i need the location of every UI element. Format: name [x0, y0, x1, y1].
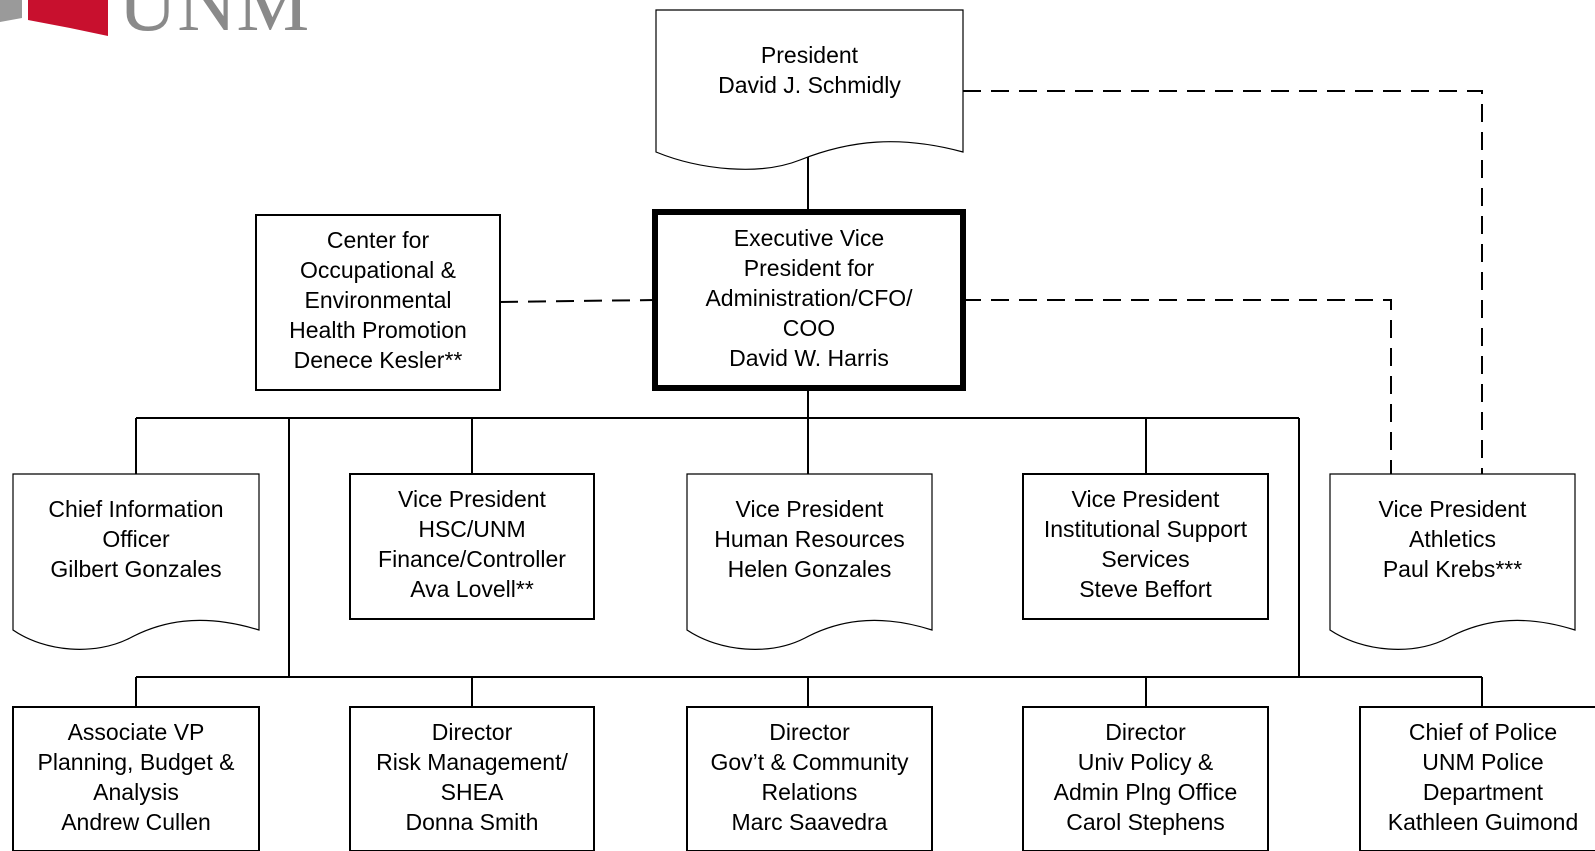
node-title: Services: [1101, 546, 1190, 572]
node-person: Steve Beffort: [1079, 576, 1212, 602]
dashed-connectors: [499, 90, 1483, 474]
node-title: Health Promotion: [289, 317, 467, 343]
node-person: Denece Kesler**: [293, 347, 463, 373]
node-title: Finance/Controller: [378, 546, 566, 572]
logo-text: UNM: [118, 0, 309, 48]
evp-box-shape: [652, 209, 966, 391]
cio-box-shape: [12, 473, 260, 650]
node-title: Chief of Police: [1408, 719, 1558, 745]
node-title: Vice President: [1071, 486, 1220, 512]
node-title: President for: [743, 255, 875, 281]
node-title: Analysis: [93, 779, 179, 805]
vp-hr-box-shape: [686, 473, 933, 650]
president-box-shape: [655, 9, 964, 170]
node-person: Kathleen Guimond: [1387, 809, 1579, 835]
vp-hsc-box-shape: [349, 473, 595, 620]
node-person: Andrew Cullen: [61, 809, 211, 835]
node-vp-athletics: Vice President Athletics Paul Krebs***: [1330, 494, 1575, 584]
node-title: Administration/CFO/: [705, 285, 913, 311]
node-title: Admin Plng Office: [1053, 779, 1238, 805]
node-person: Gilbert Gonzales: [50, 556, 222, 582]
node-title: UNM Police: [1422, 749, 1544, 775]
node-title: Occupational &: [300, 257, 456, 283]
vp-iss-box-shape: [1022, 473, 1269, 620]
node-cio: Chief Information Officer Gilbert Gonzal…: [13, 494, 259, 584]
node-person: David W. Harris: [729, 345, 889, 371]
node-title: Athletics: [1409, 526, 1496, 552]
node-title: Center for: [326, 227, 430, 253]
center-box-shape: [255, 214, 501, 391]
node-title: Director: [769, 719, 850, 745]
node-police: Chief of Police UNM Police Department Ka…: [1360, 717, 1595, 837]
node-title: Vice President: [735, 496, 884, 522]
node-vp-hr: Vice President Human Resources Helen Gon…: [687, 494, 932, 584]
dir-policy-box-shape: [1022, 706, 1269, 851]
node-center: Center for Occupational & Environmental …: [256, 225, 500, 375]
node-title: Chief Information: [48, 496, 224, 522]
avp-planning-box-shape: [12, 706, 260, 851]
node-title: Department: [1422, 779, 1544, 805]
node-person: David J. Schmidly: [718, 72, 901, 98]
node-avp-planning: Associate VP Planning, Budget & Analysis…: [13, 717, 259, 837]
node-title: Director: [431, 719, 513, 745]
document-shapes: [12, 9, 1576, 650]
vp-athletics-box-shape: [1329, 473, 1576, 650]
node-title: Associate VP: [67, 719, 205, 745]
logo-accent-shape: [28, 0, 108, 36]
node-title: Human Resources: [714, 526, 905, 552]
node-president: President David J. Schmidly: [656, 40, 963, 100]
node-title: HSC/UNM: [418, 516, 526, 542]
node-title: Officer: [102, 526, 170, 552]
node-vp-iss: Vice President Institutional Support Ser…: [1023, 484, 1268, 604]
dir-gov-box-shape: [686, 706, 933, 851]
node-person: Helen Gonzales: [727, 556, 892, 582]
node-title: Planning, Budget &: [37, 749, 235, 775]
node-person: Marc Saavedra: [731, 809, 888, 835]
dir-risk-box-shape: [349, 706, 595, 851]
node-vp-hsc: Vice President HSC/UNM Finance/Controlle…: [350, 484, 594, 604]
node-evp: Executive Vice President for Administrat…: [655, 223, 963, 373]
node-title: SHEA: [440, 779, 504, 805]
node-person: Ava Lovell**: [410, 576, 534, 602]
node-title: Risk Management/: [376, 749, 568, 775]
node-title: Vice President: [1378, 496, 1527, 522]
unm-logo: UNM: [0, 0, 309, 48]
node-dir-risk: Director Risk Management/ SHEA Donna Smi…: [350, 717, 594, 837]
node-person: Paul Krebs***: [1382, 556, 1523, 582]
node-title: Gov’t & Community: [710, 749, 909, 775]
node-title: Relations: [761, 779, 858, 805]
node-title: Institutional Support: [1043, 516, 1248, 542]
node-dir-gov: Director Gov’t & Community Relations Mar…: [687, 717, 932, 837]
node-title: COO: [782, 315, 836, 341]
node-person: Carol Stephens: [1066, 809, 1225, 835]
node-title: Executive Vice: [733, 225, 885, 251]
node-title: President: [760, 42, 859, 68]
node-person: Donna Smith: [405, 809, 539, 835]
police-box-shape: [1359, 706, 1595, 851]
node-title: Director: [1105, 719, 1186, 745]
node-title: Vice President: [398, 486, 546, 512]
node-title: Environmental: [304, 287, 452, 313]
node-dir-policy: Director Univ Policy & Admin Plng Office…: [1023, 717, 1268, 837]
rect-shapes: [12, 214, 1595, 851]
solid-connectors: [135, 152, 1483, 707]
node-title: Univ Policy &: [1077, 749, 1214, 775]
